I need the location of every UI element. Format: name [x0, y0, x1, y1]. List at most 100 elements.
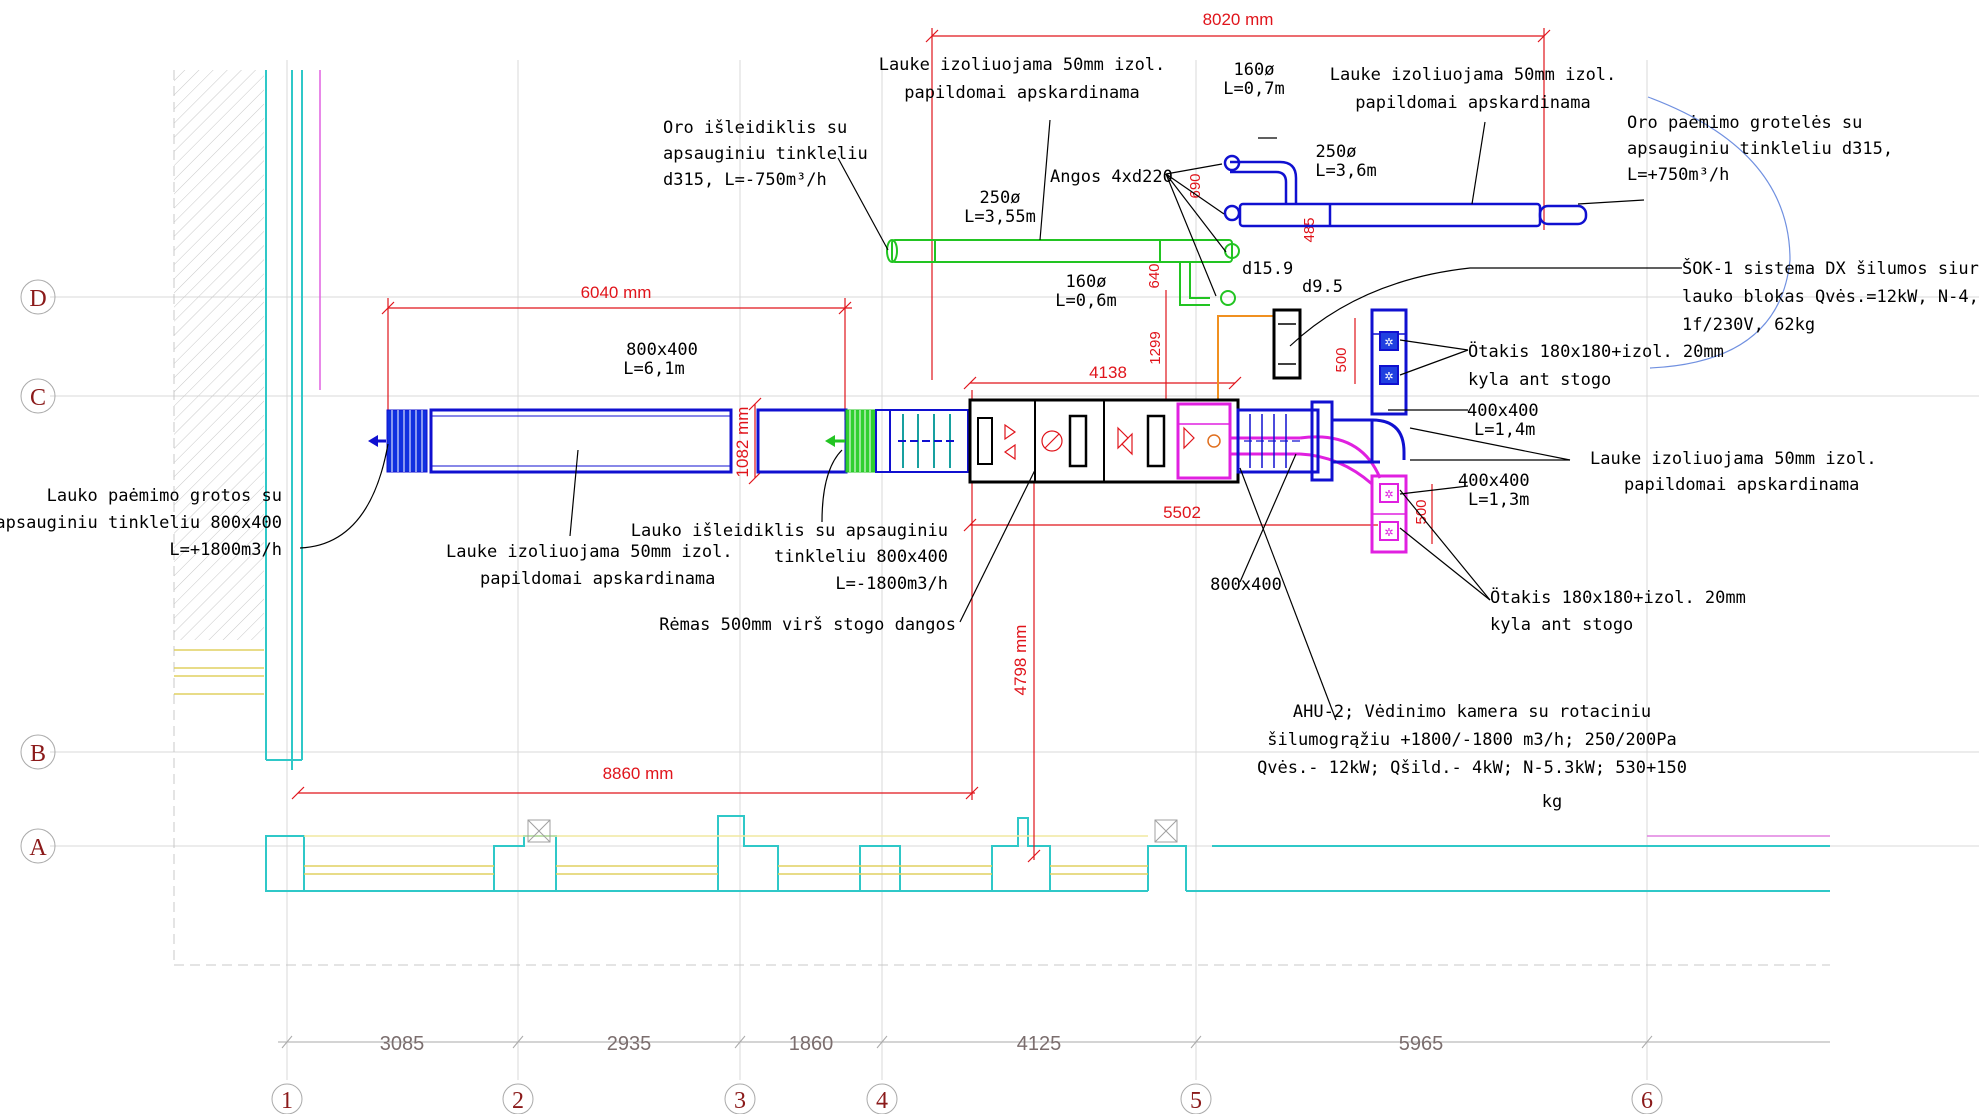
- intake-louvre-line2: apsauginiu tinkleliu 800x400: [0, 513, 282, 533]
- dim-485: 485: [1301, 217, 1318, 242]
- svg-text:✲: ✲: [1384, 526, 1393, 539]
- annotation-labels: Lauke izoliuojama 50mm izol. papildomai …: [0, 55, 1979, 812]
- col-axis-6: 6: [1631, 1083, 1663, 1114]
- blue-duct-diameter: 250ø: [1316, 142, 1357, 162]
- axis-label-a: A: [29, 835, 47, 861]
- svg-text:✲: ✲: [1384, 488, 1393, 501]
- intake-grille-line2: apsauginiu tinkleliu d315,: [1627, 139, 1893, 159]
- row-axis-a: A: [20, 828, 56, 864]
- ahu-description-line2: šilumogrąžiu +1800/-1800 m3/h; 250/200Pa: [1267, 730, 1676, 750]
- exhaust-outlet-line2: apsauginiu tinkleliu: [663, 144, 868, 164]
- exhaust-outlet-line3: d315, L=-750m³/h: [663, 170, 827, 190]
- col-axis-5: 5: [1180, 1083, 1212, 1114]
- green-branch-length: L=0,6m: [1055, 291, 1116, 311]
- grid-lines: [50, 60, 1979, 1080]
- green-duct-diameter: 250ø: [980, 188, 1021, 208]
- blue-duct-insulation-line2: papildomai apskardinama: [1355, 93, 1590, 113]
- duct-insulation-line1: Lauke izoliuojama 50mm izol.: [446, 542, 733, 562]
- roof-exhaust-line1: Lauko išleidiklis su apsauginiu: [631, 521, 948, 541]
- dim-500-bottom: 500: [1413, 499, 1430, 524]
- grid-spacing-dimensions: 3085 2935 1860 4125 5965: [278, 1033, 1830, 1055]
- roof-exhaust-line3: L=-1800m3/h: [835, 574, 948, 594]
- spacing-1-2: 3085: [380, 1033, 425, 1055]
- blue-branch-diameter: 160ø: [1234, 60, 1275, 80]
- silencer-section: [875, 409, 969, 473]
- intake-grille-line3: L=+750m³/h: [1627, 165, 1729, 185]
- branch-lower-length: L=1,3m: [1468, 490, 1529, 510]
- svg-text:✲: ✲: [1384, 336, 1393, 349]
- heat-pump-line3: 1f/230V, 62kg: [1682, 315, 1815, 335]
- dim-500-top: 500: [1333, 347, 1350, 372]
- axis-label-b: B: [30, 741, 46, 767]
- right-insulation-line1: Lauke izoliuojama 50mm izol.: [1590, 449, 1877, 469]
- ahu-unit: [968, 398, 1240, 484]
- col-axis-4: 4: [866, 1083, 898, 1114]
- refrigerant-lines: [1217, 315, 1276, 400]
- row-axis-b: B: [20, 734, 56, 770]
- intake-louvre-line3: L=+1800m3/h: [169, 540, 282, 560]
- spacing-2-3: 2935: [607, 1033, 652, 1055]
- roof-outlet-upper-line1: Ötakis 180x180+izol. 20mm: [1468, 340, 1724, 362]
- duct-size-label: 800x400: [626, 340, 698, 360]
- col-axis-2: 2: [502, 1083, 534, 1114]
- dim-1082: 1082 mm: [733, 407, 752, 478]
- dim-690: 690: [1187, 173, 1204, 198]
- roof-outlet-lower-line2: kyla ant stogo: [1490, 615, 1633, 635]
- spacing-3-4: 1860: [789, 1033, 834, 1055]
- gas-pipe-label: d9.5: [1302, 277, 1343, 297]
- intake-duct-blue-top: [1223, 154, 1588, 228]
- green-duct-insulation-line1: Lauke izoliuojama 50mm izol.: [879, 55, 1166, 75]
- dim-640: 640: [1146, 263, 1163, 288]
- dim-6040: 6040 mm: [581, 283, 652, 302]
- branch-upper-length: L=1,4m: [1474, 420, 1535, 440]
- intake-grille-arc: [1647, 96, 1791, 369]
- frame-label: Rėmas 500mm virš stogo dangos: [659, 615, 956, 635]
- roof-outlet-upper-line2: kyla ant stogo: [1468, 370, 1611, 390]
- blue-duct-insulation-line1: Lauke izoliuojama 50mm izol.: [1330, 65, 1617, 85]
- blue-branch-length: L=0,7m: [1223, 79, 1284, 99]
- supply-duct-right: [1236, 308, 1408, 482]
- axis-label-6: 6: [1641, 1088, 1653, 1114]
- supply-duct-800x400: [368, 408, 848, 474]
- heat-pump-line1: ŠOK-1 sistema DX šilumos siurblio: [1682, 257, 1979, 279]
- axis-label-d: D: [29, 286, 46, 312]
- duct-length-label: L=6,1m: [623, 359, 684, 379]
- dimension-lines: 8020 mm 6040 mm 4138 5502 8860 mm 4798 m…: [291, 10, 1551, 863]
- ahu-description-line3: Qvės.- 12kW; Qšild.- 4kW; N-5.3kW; 530+1…: [1257, 758, 1687, 778]
- intake-louvre-line1: Lauko paėmimo grotos su: [47, 486, 282, 506]
- openings-label: Angos 4xd220: [1050, 167, 1173, 187]
- axis-label-3: 3: [734, 1088, 746, 1114]
- branch-upper-size: 400x400: [1467, 401, 1539, 421]
- branch-lower-size: 400x400: [1458, 471, 1530, 491]
- axis-label-4: 4: [876, 1088, 888, 1114]
- exhaust-outlet-line1: Oro išleidiklis su: [663, 118, 847, 138]
- dim-1299: 1299: [1147, 331, 1164, 364]
- axis-label-1: 1: [281, 1088, 293, 1114]
- duct-insulation-line2: papildomai apskardinama: [480, 569, 715, 589]
- green-duct-insulation-line2: papildomai apskardinama: [904, 83, 1139, 103]
- green-duct-length: L=3,55m: [964, 207, 1036, 227]
- outlet-grille-lower: ✲ ✲: [1379, 483, 1399, 541]
- dim-4798: 4798 mm: [1011, 625, 1030, 696]
- spacing-5-6: 5965: [1399, 1033, 1444, 1055]
- roof-exhaust-line2: tinkleliu 800x400: [774, 547, 948, 567]
- exhaust-duct-green: [886, 239, 1240, 306]
- ahu-duct-size: 800x400: [1210, 575, 1282, 595]
- exhaust-grille-green: [825, 409, 877, 473]
- dim-8020: 8020 mm: [1203, 10, 1274, 29]
- heat-pump-line2: lauko blokas Qvės.=12kW, N-4,5kW,: [1682, 287, 1979, 307]
- dim-8860: 8860 mm: [603, 764, 674, 783]
- axis-label-c: C: [30, 385, 46, 411]
- dim-4138: 4138: [1089, 363, 1127, 382]
- intake-grille-line1: Oro paėmimo grotelės su: [1627, 113, 1862, 133]
- ahu-description-line1: AHU-2; Vėdinimo kamera su rotaciniu: [1293, 702, 1651, 722]
- ahu-description-line4: kg: [1542, 792, 1562, 812]
- liquid-pipe-label: d15.9: [1242, 259, 1293, 279]
- outdoor-heat-pump-unit: [1272, 308, 1302, 380]
- col-axis-3: 3: [724, 1083, 756, 1114]
- leader-lines: [299, 119, 1682, 721]
- dim-5502: 5502: [1163, 503, 1201, 522]
- transfer-duct-magenta: [1176, 402, 1408, 554]
- outlet-grille-upper: ✲ ✲: [1379, 331, 1399, 385]
